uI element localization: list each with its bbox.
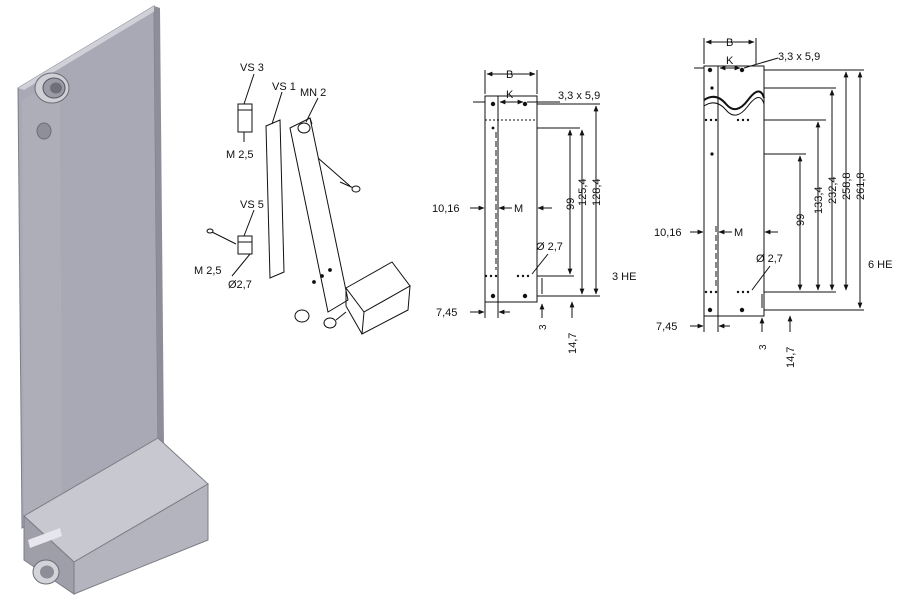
dim-k-6he: K — [726, 55, 734, 67]
height-label-3he: 3 HE — [612, 271, 636, 283]
dim-b-6he: B — [726, 37, 733, 49]
front-panel-3d-render — [17, 5, 209, 595]
drawing-6he — [690, 38, 864, 332]
dim-slot-3he: 3,3 x 5,9 — [558, 90, 600, 102]
panel-outline-6he — [703, 65, 765, 317]
dim-2324-6he: 232,4 — [827, 176, 839, 204]
label-vs1: VS 1 — [272, 81, 296, 93]
dim-147-3he: 14,7 — [567, 333, 579, 354]
top-screw-icon — [34, 72, 70, 104]
exploded-view-labels: VS 3 VS 1 MN 2 M 2,5 VS 5 M 2,5 Ø2,7 — [194, 62, 326, 291]
panel-side-edge — [154, 6, 164, 446]
dim-1016-3he: 10,16 — [432, 203, 460, 215]
dim-dia-6he: Ø 2,7 — [756, 253, 783, 265]
height-label-6he: 6 HE — [868, 259, 892, 271]
drawing-3he-labels: B K 3,3 x 5,9 10,16 M Ø 2,7 7,45 3 14,7 … — [432, 69, 636, 354]
vs1-strip — [265, 119, 285, 279]
dim-99-6he: 99 — [795, 214, 807, 226]
label-mn2: MN 2 — [300, 87, 326, 99]
exploded-view-drawing — [206, 73, 411, 335]
dim-2588-6he: 258,8 — [841, 172, 853, 200]
exploded-handle — [345, 261, 411, 335]
panel-outline-3he — [484, 95, 538, 303]
dim-1284-3he: 128,4 — [591, 178, 603, 206]
label-dia27: Ø2,7 — [228, 279, 252, 291]
dim-slot-6he: 3,3 x 5,9 — [778, 51, 820, 63]
label-m25-bottom: M 2,5 — [194, 265, 222, 277]
mn2-nut-icon — [297, 122, 311, 134]
screw-top-icon — [317, 157, 361, 193]
panel-top-edge — [18, 6, 160, 90]
dim-3-6he: 3 — [758, 344, 769, 350]
dim-m-6he: M — [734, 227, 743, 239]
vs3-part — [237, 103, 253, 142]
dim-m-3he: M — [514, 203, 523, 215]
drawing-3he — [470, 70, 600, 318]
dim-1254-3he: 125,4 — [577, 178, 589, 206]
dim-745-3he: 7,45 — [436, 307, 457, 319]
screw-left-icon — [206, 228, 237, 245]
vs5-part — [237, 235, 253, 255]
dim-745-6he: 7,45 — [656, 321, 677, 333]
dim-dia-3he: Ø 2,7 — [536, 241, 563, 253]
screw-bottom-icon — [294, 309, 347, 329]
label-vs3: VS 3 — [240, 62, 264, 74]
drawing-6he-labels: B K 3,3 x 5,9 10,16 M Ø 2,7 7,45 3 14,7 … — [654, 37, 892, 368]
dim-99-3he: 99 — [565, 198, 577, 210]
exploded-panel-plate — [289, 117, 349, 313]
dim-3-3he: 3 — [538, 324, 549, 330]
dim-b-3he: B — [506, 69, 513, 81]
handle-icon — [23, 437, 209, 595]
dim-1016-6he: 10,16 — [654, 227, 682, 239]
dim-2618-6he: 261,8 — [855, 172, 867, 200]
dim-1334-6he: 133,4 — [813, 186, 825, 214]
dim-147-6he: 14,7 — [785, 347, 797, 368]
label-vs5: VS 5 — [240, 199, 264, 211]
bottom-screw-icon — [32, 559, 60, 585]
label-m25-top: M 2,5 — [226, 149, 254, 161]
panel-hole-icon — [36, 122, 52, 140]
dim-k-3he: K — [506, 89, 514, 101]
